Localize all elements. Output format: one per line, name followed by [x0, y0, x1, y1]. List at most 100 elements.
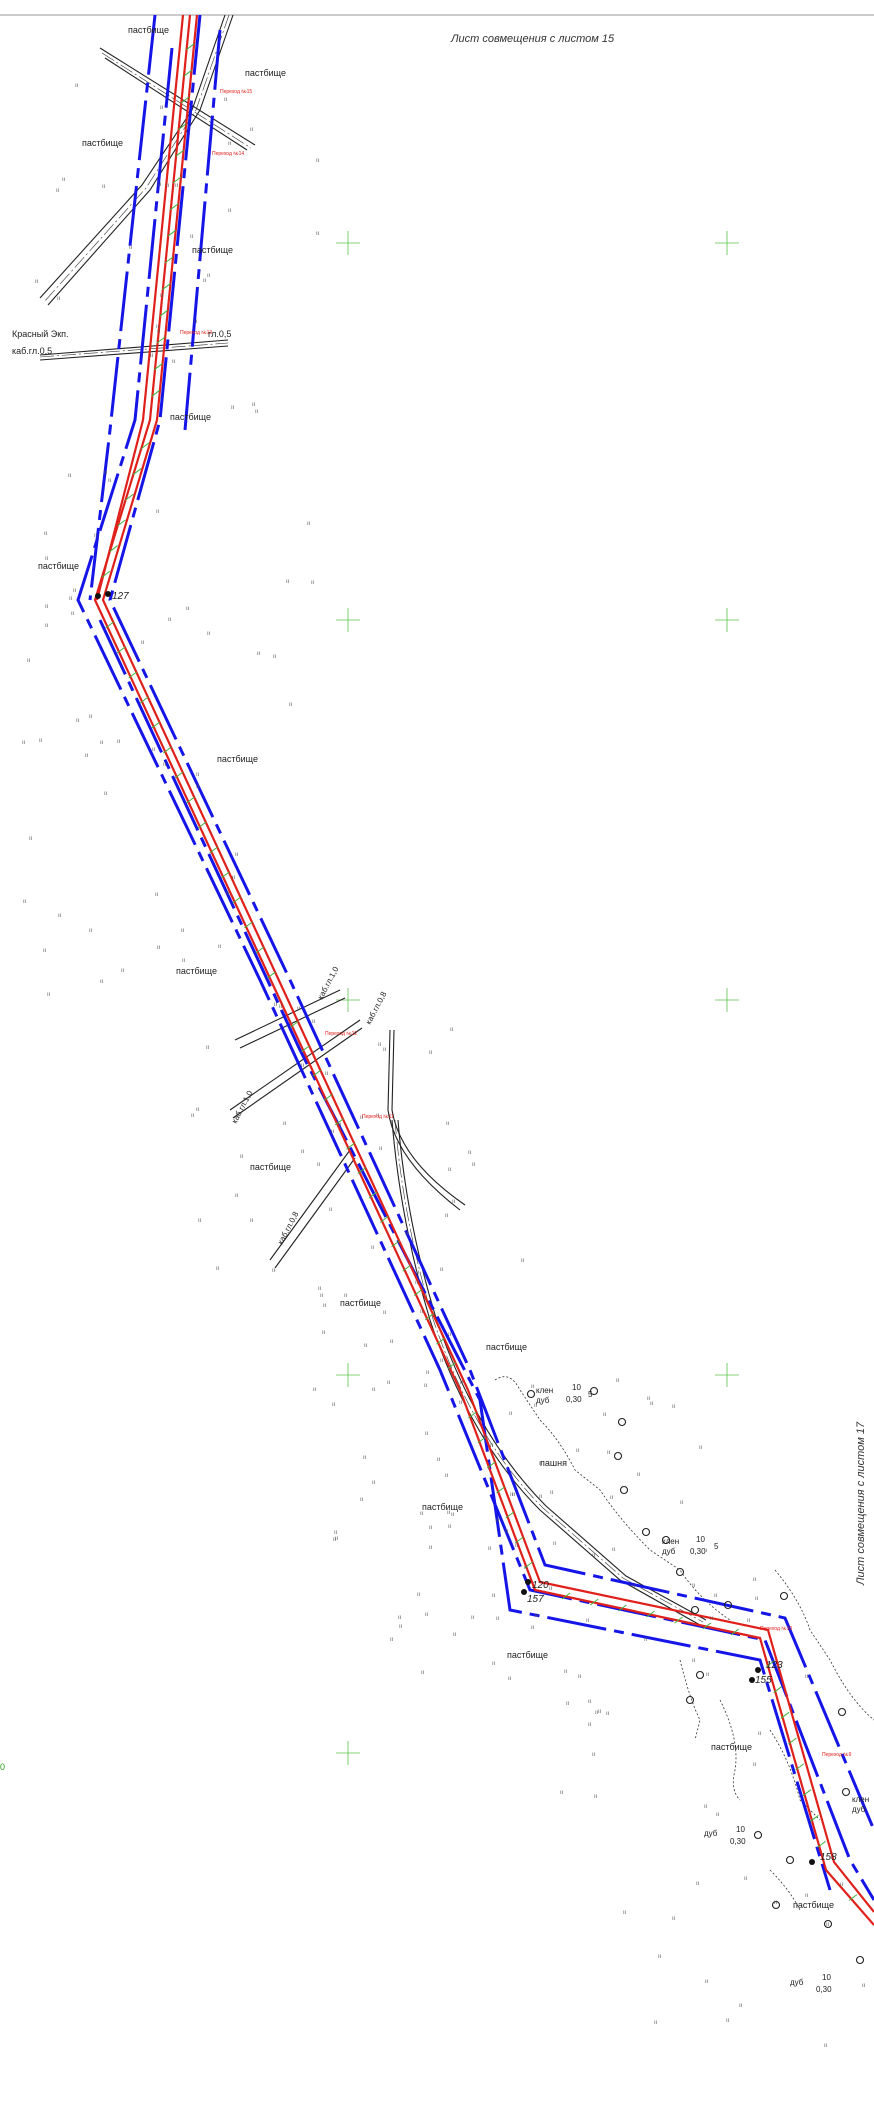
land-label: пастбище [128, 25, 169, 35]
hatch-mark [646, 1610, 655, 1618]
grass-symbol: ıı [228, 141, 232, 147]
grass-symbol: ıı [425, 1612, 429, 1618]
grass-symbol: ıı [196, 1107, 200, 1113]
grass-symbol: ıı [158, 182, 162, 188]
hatch-mark [589, 1598, 599, 1606]
hatch-mark [232, 896, 242, 904]
grass-symbol: ıı [43, 948, 47, 954]
grass-symbol: ıı [47, 992, 51, 998]
grass-symbol: ıı [420, 1309, 424, 1315]
grass-symbol: ıı [141, 640, 145, 646]
grass-symbol: ıı [252, 402, 256, 408]
grass-symbol: ıı [73, 588, 77, 594]
hatch-mark [170, 203, 179, 211]
hatch-mark [220, 871, 230, 879]
land-label: пастбище [217, 754, 258, 764]
grass-symbol: ıı [824, 2043, 828, 2049]
grass-symbol: ıı [578, 1674, 582, 1680]
grass-symbol: ıı [704, 1548, 708, 1554]
hatch-mark [788, 1737, 797, 1745]
edge-marker: 0 [0, 1762, 5, 1772]
grass-symbol: ıı [739, 2003, 743, 2009]
grass-symbol: ıı [150, 353, 154, 359]
landmark-label: Красный Экп. [12, 329, 69, 339]
hatch-mark [561, 1592, 571, 1600]
grass-symbol: ıı [272, 1268, 276, 1274]
grass-symbol: ıı [654, 2020, 658, 2026]
grass-symbol: ıı [57, 296, 61, 302]
grass-symbol: ıı [566, 1701, 570, 1707]
grass-symbol: ıı [152, 747, 156, 753]
grass-symbol: ıı [301, 1063, 305, 1069]
hatch-mark [167, 229, 176, 237]
hatch-mark [773, 1686, 782, 1693]
crossing-label: Переход №14 [212, 151, 244, 157]
hatch-mark [301, 1045, 310, 1053]
grass-symbol: ıı [508, 1676, 512, 1682]
grass-symbol: ıı [94, 533, 98, 539]
tree-note: дуб 10 0,30 [704, 1825, 746, 1846]
land-label: пастбище [422, 1502, 463, 1512]
grass-symbol: ıı [445, 1213, 449, 1219]
grass-symbol: ıı [650, 1401, 654, 1407]
grass-symbol: ıı [390, 1637, 394, 1643]
grass-symbol: ıı [372, 1480, 376, 1486]
grass-symbol: ıı [371, 1245, 375, 1251]
svg-text:дуб: дуб [704, 1829, 718, 1838]
grass-symbol: ıı [163, 762, 167, 768]
hatch-mark [524, 1561, 533, 1569]
grass-symbol: ıı [564, 1669, 568, 1675]
grass-symbol: ıı [198, 1218, 202, 1224]
grass-symbol: ıı [329, 1207, 333, 1213]
grass-symbol: ıı [331, 1129, 335, 1135]
grid-cross [715, 231, 739, 255]
grass-symbol: ıı [190, 234, 194, 240]
grass-symbol: ıı [492, 1661, 496, 1667]
grass-symbol: ıı [521, 1258, 525, 1264]
hatch-mark [323, 1094, 333, 1101]
grass-symbol: ıı [69, 596, 73, 602]
grass-symbol: ıı [644, 1637, 648, 1643]
land-label: пастбище [340, 1298, 381, 1308]
grass-symbol: ıı [446, 1121, 450, 1127]
grass-symbol: ıı [531, 1384, 535, 1390]
hatch-mark [447, 1362, 457, 1370]
grass-symbol: ıı [45, 623, 49, 629]
hatch-mark [795, 1763, 804, 1771]
hatch-mark [139, 696, 149, 704]
grass-symbol: ıı [226, 891, 230, 897]
svg-text:0,30: 0,30 [730, 1837, 746, 1846]
hatch-mark [468, 1411, 477, 1419]
grass-symbol: ıı [415, 1280, 419, 1286]
grass-symbol: ıı [71, 611, 75, 617]
grass-symbol: ıı [509, 1411, 513, 1417]
grass-symbol: ıı [417, 1592, 421, 1598]
grass-symbol: ıı [62, 177, 66, 183]
hatch-mark [391, 1240, 400, 1248]
svg-text:дуб: дуб [662, 1547, 676, 1556]
grass-symbol: ıı [598, 1709, 602, 1715]
grass-symbol: ıı [155, 892, 159, 898]
grass-symbol: ıı [323, 1303, 327, 1309]
crossing-label: Переход №9 [822, 1752, 852, 1758]
cable-label: каб.гл.0,8 [276, 1210, 301, 1246]
grass-symbol: ıı [429, 1525, 433, 1531]
grass-symbol: ıı [452, 1199, 456, 1205]
grass-symbol: ıı [121, 968, 125, 974]
hatch-mark [702, 1622, 712, 1630]
hatch-mark [125, 493, 134, 501]
grass-symbol: ıı [313, 1387, 317, 1393]
hatch-mark [334, 1118, 344, 1126]
svg-text:0,30: 0,30 [690, 1547, 706, 1556]
crossing-label: Переход №10 [760, 1626, 792, 1632]
grass-symbol: ıı [172, 359, 176, 365]
grass-symbol: ıı [160, 293, 164, 299]
crossing-label: Переход №13 [180, 330, 212, 336]
grass-symbol: ıı [699, 1445, 703, 1451]
grass-symbol: ıı [512, 1492, 516, 1498]
grass-symbol: ıı [85, 753, 89, 759]
hatch-mark [413, 1289, 423, 1296]
grass-symbol: ıı [257, 651, 261, 657]
